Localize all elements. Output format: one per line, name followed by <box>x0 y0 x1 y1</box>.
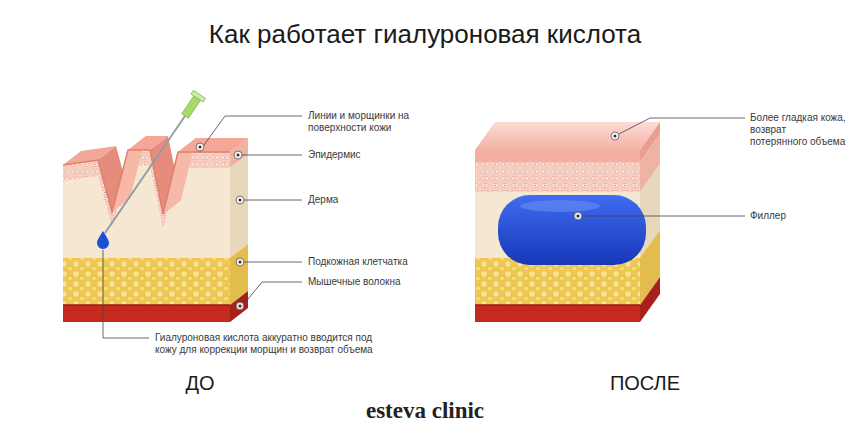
part-label: Более гладкая кожа, возврат потерянного … <box>750 112 846 148</box>
leader-dot-center <box>239 305 242 308</box>
part-label: Подкожная клетчатка <box>308 256 408 268</box>
muscle-layer <box>63 305 230 322</box>
leader-dots <box>196 132 619 310</box>
leader-dot-center <box>577 215 580 218</box>
epidermis-layer <box>63 150 230 230</box>
part-label: Дерма <box>308 194 338 206</box>
leader-line <box>244 200 302 201</box>
part-label: Филлер <box>750 210 786 222</box>
subcutaneous-layer <box>63 258 230 305</box>
skin-block-after <box>475 122 660 322</box>
muscle-edge <box>475 304 640 306</box>
syringe <box>97 90 206 249</box>
filler <box>498 195 646 265</box>
leader-dot <box>196 143 204 151</box>
leader-dot-center <box>199 146 202 149</box>
subcutaneous-layer <box>475 258 640 305</box>
leader-dot <box>236 258 244 266</box>
leader-dot <box>236 302 244 310</box>
state-label: ПОСЛЕ <box>610 372 680 395</box>
hyaluronic-drop <box>97 231 109 249</box>
part-label: Линии и морщинки на поверхности кожи <box>308 110 426 134</box>
skin-edge <box>63 150 230 214</box>
muscle-layer <box>475 305 640 322</box>
needle <box>105 116 185 233</box>
leader-dot-center <box>614 135 617 138</box>
dermis-side <box>230 154 248 258</box>
leader-dot-center <box>237 154 240 157</box>
callout-note: Гиалуроновая кислота аккуратно вводится … <box>155 332 373 356</box>
leader-lines <box>103 116 745 338</box>
leader-dot <box>234 151 242 159</box>
state-label: ДО <box>185 372 214 395</box>
epidermis-layer <box>475 162 640 192</box>
leader-line <box>103 250 149 338</box>
leader-line <box>204 116 302 145</box>
filler-highlight <box>520 200 600 212</box>
leader-line <box>242 155 302 156</box>
diagram-title: Как работает гиалуроновая кислота <box>209 20 641 50</box>
leader-dot-center <box>239 199 242 202</box>
skin-top-layer <box>475 150 640 162</box>
leader-dot <box>236 196 244 204</box>
leader-line <box>582 216 745 217</box>
leader-line <box>244 262 302 263</box>
leader-line <box>619 118 745 134</box>
skin-surface <box>475 122 660 150</box>
leader-line <box>244 282 302 304</box>
brand-logo: esteva clinic <box>366 398 484 424</box>
part-label: Мышечные волокна <box>308 276 401 288</box>
leader-dot <box>611 132 619 140</box>
skin-block-before <box>63 136 248 322</box>
leader-dot-center <box>239 261 242 264</box>
muscle-edge <box>63 304 230 306</box>
dermis-layer <box>63 166 230 258</box>
muscle-side <box>640 277 660 322</box>
needle-collar <box>191 90 206 102</box>
muscle-side <box>230 291 248 322</box>
skin-surface <box>178 138 248 152</box>
leader-dot <box>574 212 582 220</box>
part-label: Эпидермис <box>308 149 361 161</box>
